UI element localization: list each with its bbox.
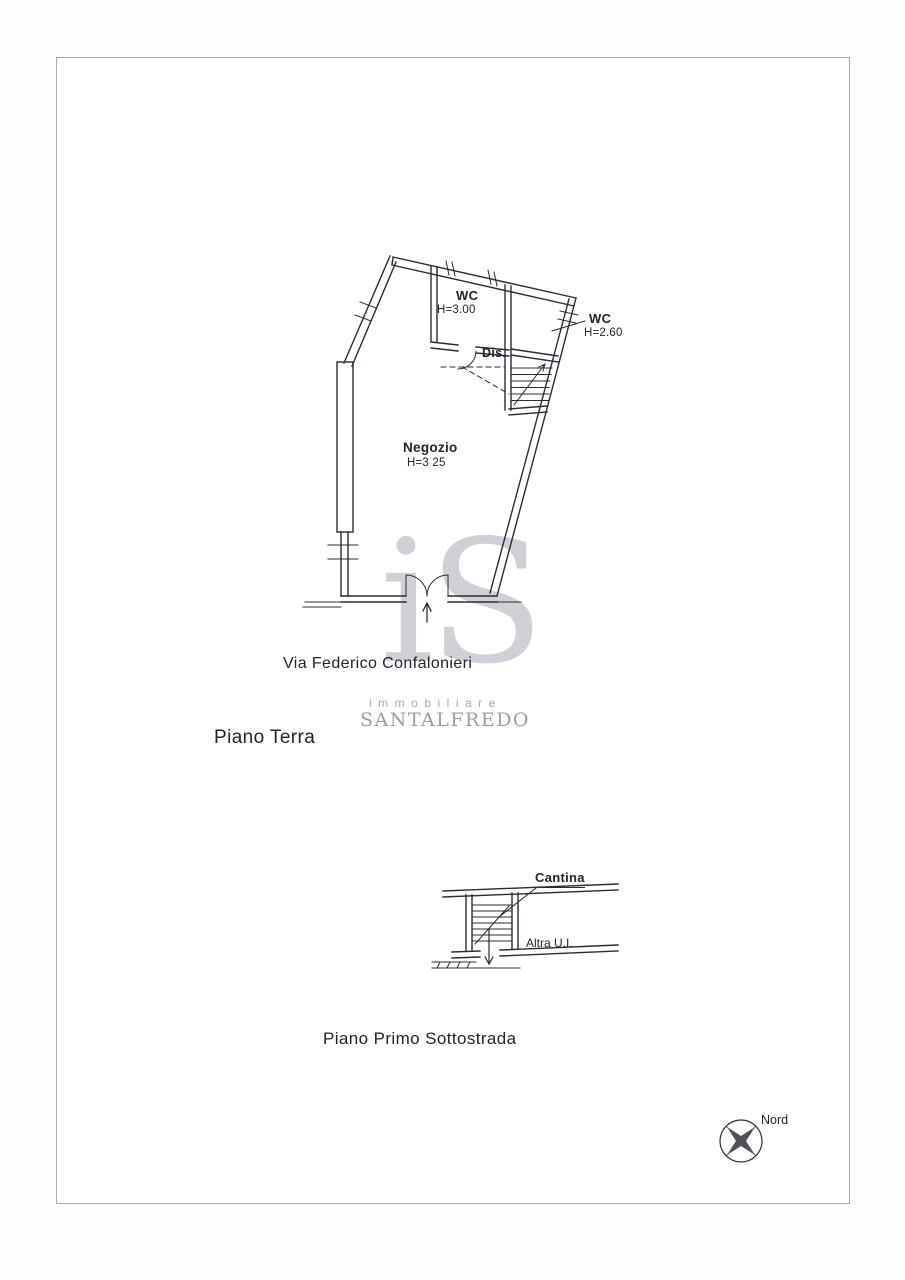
wc-divider-wall: [504, 284, 512, 411]
staircase: [508, 363, 553, 416]
compass-nord-label: Nord: [761, 1113, 789, 1127]
entry-arrow: [422, 602, 432, 623]
wc1-label: WC: [456, 288, 479, 303]
door-arcs: [405, 574, 449, 597]
door-leaves: [405, 574, 449, 597]
left-pilaster: [336, 361, 354, 533]
basement-plan: [431, 883, 619, 969]
bottom-wall-left: [340, 595, 407, 603]
compass-rose: [719, 1119, 763, 1163]
top-wall: [391, 256, 577, 307]
ground-floor-outline: [302, 255, 577, 608]
street-label: Via Federico Confalonieri: [283, 655, 473, 672]
entrance-door: [405, 574, 449, 623]
stair-direction-line: [513, 363, 546, 406]
top-wall-ticks: [445, 260, 498, 287]
diagonal-wall-ticks: [354, 301, 377, 322]
stair-bottom-wall: [508, 405, 548, 416]
cellar-stair-treads: [471, 904, 513, 942]
cellar-exit-arrow: [484, 929, 494, 965]
right-wall: [489, 297, 577, 597]
wc2-height-note: H=2.60: [584, 327, 623, 339]
watermark-monogram: iS: [380, 504, 545, 702]
right-wall-ticks: [557, 310, 579, 324]
watermark-santalfredo: SANTALFREDO: [360, 709, 531, 731]
left-wall-diagonal: [343, 255, 397, 367]
cellar-right-wall: [511, 892, 519, 950]
dis-label: Dis.: [482, 346, 507, 360]
basement-top-wall: [442, 883, 619, 898]
hidden-dashed-lines: [440, 366, 510, 395]
compass-star: [727, 1127, 755, 1155]
wc1-left-wall: [430, 265, 438, 343]
cantina-leader-line: [498, 887, 537, 918]
watermark-immobiliare: immobiliare: [369, 696, 502, 710]
wc1-bottom-wall: [430, 341, 510, 357]
wc1-door-arc: [457, 350, 477, 370]
cellar-stair-diagonal: [474, 905, 510, 945]
cantina-label: Cantina: [535, 870, 585, 888]
street-line: [302, 601, 522, 608]
ground-floor-title: Piano Terra: [214, 727, 316, 748]
bottom-wall-right: [447, 595, 498, 603]
wc1-height-note: H=3.00: [437, 304, 476, 316]
page-border: [56, 57, 850, 1204]
altra-ui-label: Altra U.I.: [526, 936, 573, 950]
cellar-left-wall: [465, 894, 473, 952]
left-wall-lower: [340, 531, 349, 597]
negozio-height-note: H=3 25: [407, 457, 446, 469]
wc2-label: WC: [589, 311, 612, 326]
ground-floor-partitions: [430, 260, 586, 411]
ground-hatch: [431, 961, 521, 969]
negozio-label: Negozio: [403, 440, 458, 455]
wc2-leader-line: [551, 320, 586, 332]
stair-treads: [510, 367, 553, 401]
left-wall-ticks: [327, 544, 359, 560]
compass-circle: [719, 1119, 763, 1163]
basement-bottom-wall: [451, 944, 619, 959]
wc2-bottom-wall: [510, 348, 559, 363]
basement-floor-title: Piano Primo Sottostrada: [323, 1029, 517, 1048]
